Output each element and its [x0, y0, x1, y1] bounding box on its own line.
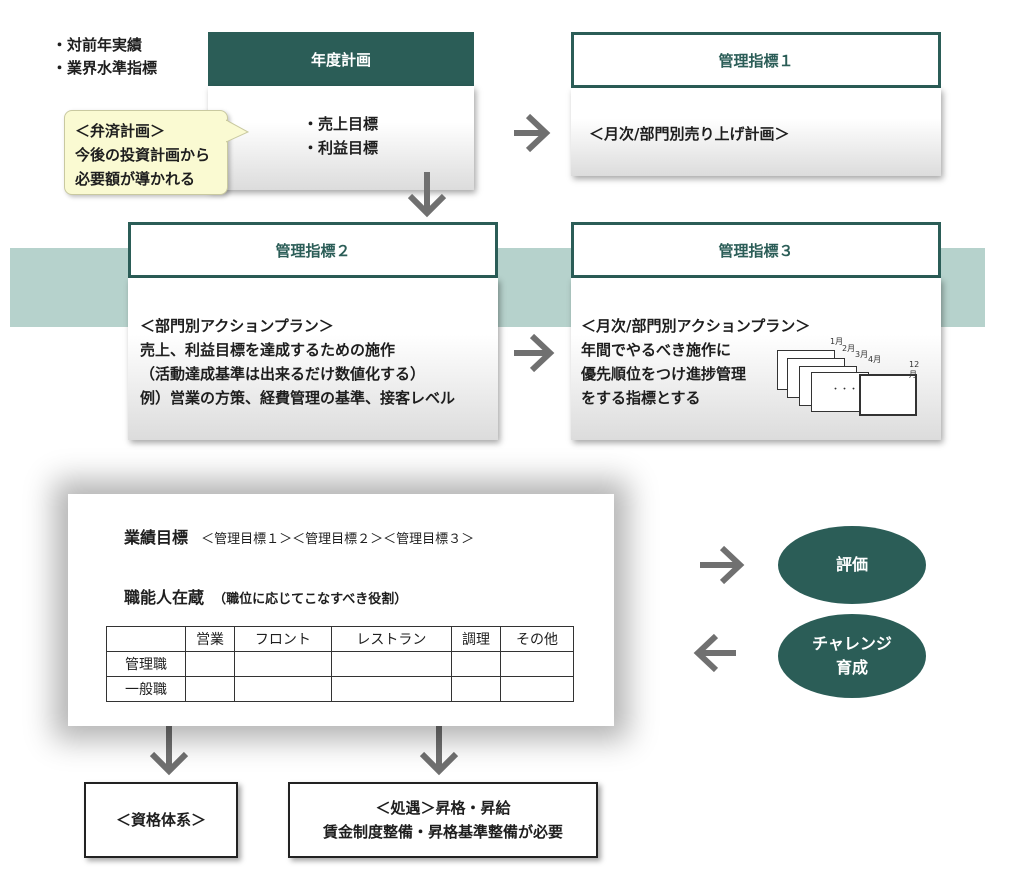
mgmt2-title: 管理指標２ — [275, 241, 351, 260]
arrow-left-challenge — [693, 633, 736, 673]
mgmt3-title: 管理指標３ — [718, 241, 794, 260]
qualification-system-box: ＜資格体系＞ — [84, 782, 238, 858]
table-cell — [450, 676, 502, 702]
table-header-row: 営業 フロント レストラン 調理 その他 — [106, 626, 574, 652]
label-month-3: 3月 — [855, 350, 869, 359]
qualification-label: ＜資格体系＞ — [115, 811, 206, 829]
treatment-line-2: 賃金制度整備・昇格基準整備が必要 — [322, 823, 563, 841]
mgmt3-header: 管理指標３ — [571, 222, 941, 278]
arrow-down-qualification — [149, 726, 189, 776]
evaluation-criteria-box: 業績目標 ＜管理目標１＞＜管理目標２＞＜管理目標３＞ 職能人在蔵 （職位に応じて… — [68, 494, 614, 726]
col-front: フロント — [234, 626, 332, 652]
monthly-sheets-icon: 1月 2月 3月 4月 12月 ・・・ — [775, 336, 925, 422]
mgmt1-body: ＜月次/部門別売り上げ計画＞ — [571, 88, 941, 176]
table-cell — [234, 651, 332, 677]
mgmt2-body: ＜部門別アクションプラン＞ 売上、利益目標を達成するための施作 （活動達成基準は… — [128, 278, 498, 440]
table-cell — [330, 651, 452, 677]
sheet-ellipsis: ・・・ — [831, 385, 859, 395]
table-row: 管理職 — [106, 651, 574, 677]
challenge-oval: チャレンジ 育成 — [778, 614, 926, 698]
annual-plan-header: 年度計画 — [208, 32, 474, 86]
challenge-label: チャレンジ — [812, 634, 892, 653]
col-cooking: 調理 — [450, 626, 502, 652]
table-cell — [330, 676, 452, 702]
label-month-1: 1月 — [830, 337, 844, 346]
performance-detail: ＜管理目標１＞＜管理目標２＞＜管理目標３＞ — [201, 532, 475, 547]
role-matrix-table: 営業 フロント レストラン 調理 その他 管理職 一般職 — [106, 626, 574, 702]
table-cell — [184, 676, 236, 702]
arrow-right-evaluation — [700, 545, 745, 585]
note-line-3: 必要額が導かれる — [75, 170, 196, 188]
mgmt3-line-3: 優先順位をつけ進捗管理 — [581, 365, 747, 383]
development-label: 育成 — [835, 658, 868, 677]
row-manager: 管理職 — [106, 651, 186, 677]
annual-plan-item-profit: ・利益目標 — [303, 139, 379, 157]
table-cell — [500, 651, 574, 677]
mgmt3-line-1: ＜月次/部門別アクションプラン＞ — [581, 317, 811, 335]
label-month-12: 12月 — [909, 360, 920, 379]
arrow-down-annual — [407, 172, 447, 218]
performance-label: 業績目標 — [124, 528, 189, 547]
col-restaurant: レストラン — [330, 626, 452, 652]
col-sales: 営業 — [184, 626, 236, 652]
competency-row: 職能人在蔵 （職位に応じてこなすべき役割） — [124, 584, 407, 608]
bullet-previous-year: ・対前年実績 — [52, 36, 143, 54]
table-row: 一般職 — [106, 676, 574, 702]
evaluation-label: 評価 — [835, 555, 868, 574]
mgmt2-line-4: 例）営業の方策、経費管理の基準、接客レベル — [140, 389, 456, 407]
arrow-right-top — [514, 113, 551, 153]
mgmt2-line-1: ＜部門別アクションプラン＞ — [140, 317, 334, 335]
mgmt1-title: 管理指標１ — [718, 51, 794, 70]
col-other: その他 — [500, 626, 574, 652]
annual-plan-title: 年度計画 — [310, 50, 371, 69]
mgmt2-header: 管理指標２ — [128, 222, 498, 278]
row-general: 一般職 — [106, 676, 186, 702]
evaluation-oval: 評価 — [778, 526, 926, 604]
arrow-down-treatment — [419, 726, 459, 776]
competency-label: 職能人在蔵 — [124, 588, 205, 607]
competency-detail: （職位に応じてこなすべき役割） — [213, 592, 408, 607]
arrow-right-middle — [514, 333, 555, 373]
sheet-month-12 — [859, 374, 917, 416]
table-corner — [106, 626, 186, 652]
mgmt2-line-2: 売上、利益目標を達成するための施作 — [140, 341, 396, 359]
mgmt3-line-4: をする指標とする — [581, 389, 701, 407]
mgmt2-line-3: （活動達成基準は出来るだけ数値化する） — [140, 365, 426, 383]
mgmt1-text: ＜月次/部門別売り上げ計画＞ — [589, 125, 790, 143]
treatment-box: ＜処遇＞昇格・昇給 賃金制度整備・昇格基準整備が必要 — [288, 782, 598, 858]
mgmt1-header: 管理指標１ — [571, 32, 941, 88]
label-month-2: 2月 — [842, 344, 856, 353]
performance-row: 業績目標 ＜管理目標１＞＜管理目標２＞＜管理目標３＞ — [124, 524, 474, 548]
repayment-plan-note: ＜弁済計画＞ 今後の投資計画から 必要額が導かれる — [64, 110, 228, 195]
annual-plan-item-sales: ・売上目標 — [303, 115, 379, 133]
treatment-line-1: ＜処遇＞昇格・昇給 — [375, 799, 511, 817]
table-cell — [234, 676, 332, 702]
table-cell — [450, 651, 502, 677]
mgmt3-line-2: 年間でやるべき施作に — [581, 341, 732, 359]
top-bullets: ・対前年実績 ・業界水準指標 — [52, 34, 157, 80]
bullet-industry-standard: ・業界水準指標 — [52, 59, 158, 77]
table-cell — [500, 676, 574, 702]
table-cell — [184, 651, 236, 677]
note-line-2: 今後の投資計画から — [75, 146, 211, 164]
label-month-4: 4月 — [868, 355, 882, 364]
note-pointer — [226, 119, 250, 143]
note-title: ＜弁済計画＞ — [75, 122, 166, 140]
